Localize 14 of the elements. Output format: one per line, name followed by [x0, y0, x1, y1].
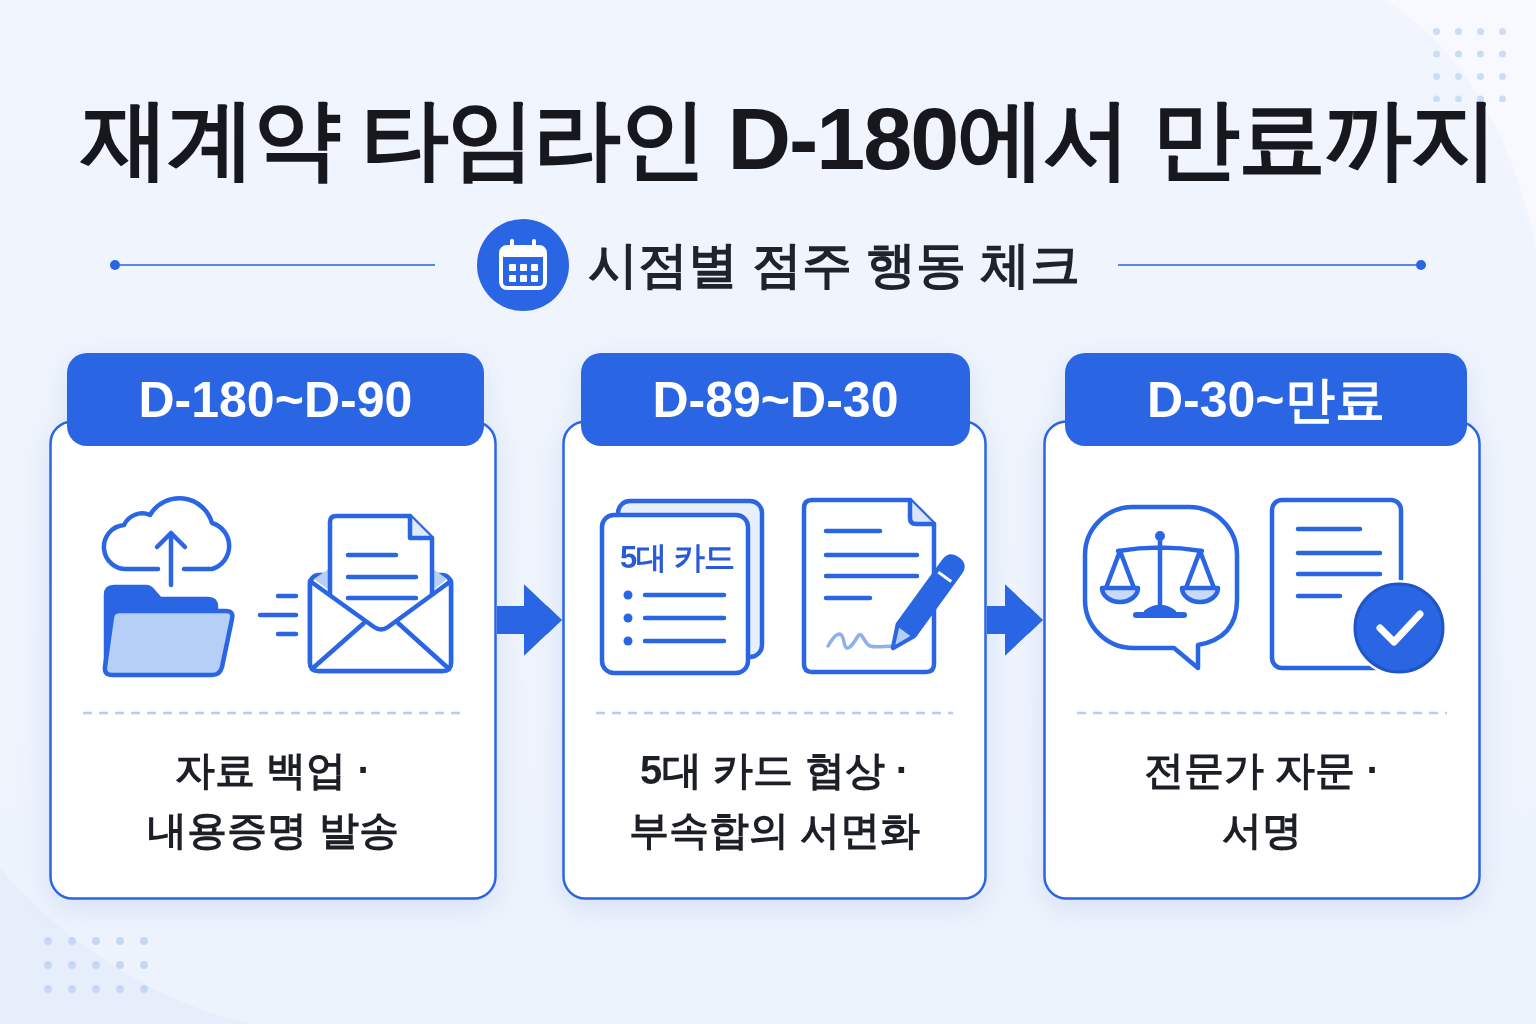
stage-card: [49, 353, 497, 900]
stage-description: 자료 백업 · 내용증명 발송: [146, 747, 400, 854]
arrow: [987, 584, 1043, 656]
arrow: [497, 584, 562, 656]
document-title: 5대 카드: [620, 538, 734, 576]
period-heading: D-180~D-90: [138, 370, 413, 430]
stage-card: [1043, 353, 1481, 900]
stage-description: 5대 카드 협상 · 부속합의 서면화: [627, 747, 922, 854]
title: 재계약 타임라인 D-180에서 만료까지: [80, 88, 1496, 190]
period-heading: D-30~만료: [1147, 370, 1385, 430]
stage-description: 전문가 자문 · 서명: [1143, 747, 1381, 854]
period-heading: D-89~D-30: [652, 370, 899, 430]
stage-card: [562, 353, 987, 900]
subtitle: 시점별 점주 행동 체크: [588, 236, 1080, 295]
